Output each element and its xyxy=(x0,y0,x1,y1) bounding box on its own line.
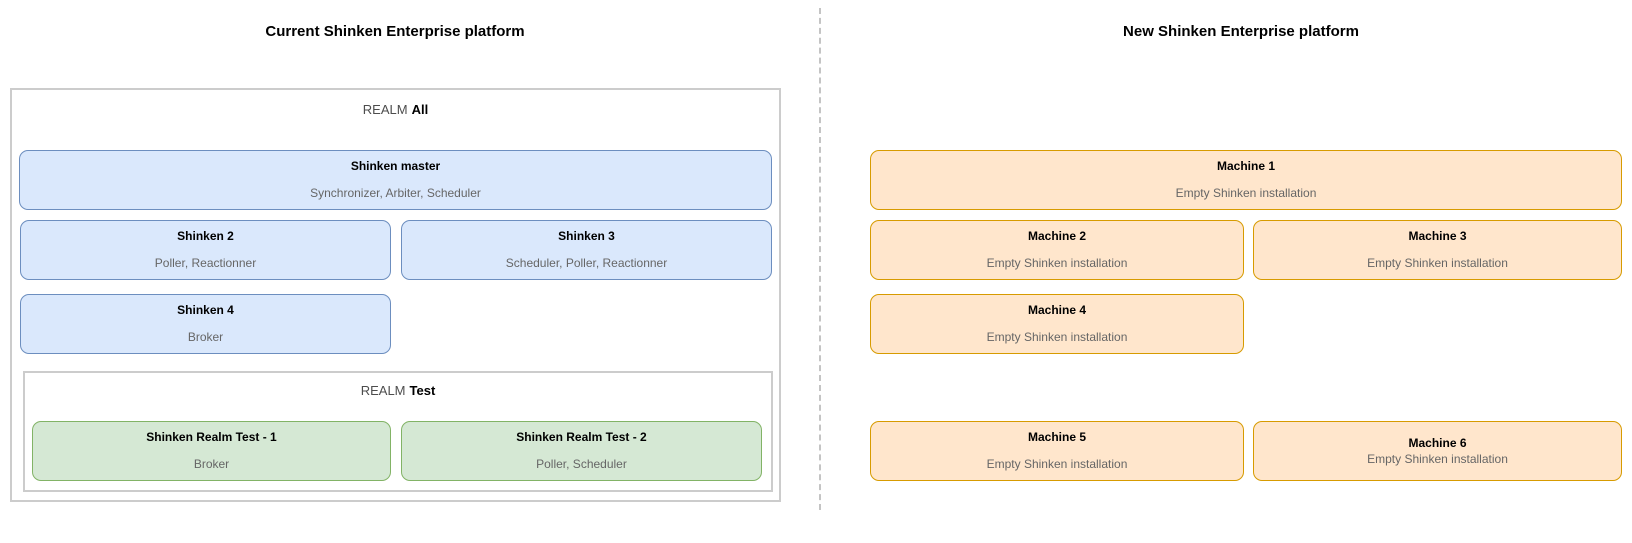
node-subtitle: Empty Shinken installation xyxy=(1367,451,1508,466)
shinken-master-node[interactable]: Shinken master Synchronizer, Arbiter, Sc… xyxy=(19,150,772,210)
realm-all-label-name: All xyxy=(411,102,429,117)
node-title: Shinken Realm Test - 1 xyxy=(146,430,277,444)
node-title: Machine 1 xyxy=(1216,159,1276,173)
node-subtitle: Empty Shinken installation xyxy=(1175,186,1317,200)
node-title: Machine 3 xyxy=(1408,229,1467,243)
node-subtitle: Empty Shinken installation xyxy=(986,330,1128,344)
realm-test-label-prefix: REALM xyxy=(360,383,406,398)
node-title: Shinken 2 xyxy=(177,229,234,243)
left-panel-title: Current Shinken Enterprise platform xyxy=(265,23,525,40)
node-subtitle: Poller, Reactionner xyxy=(154,256,257,270)
node-subtitle: Poller, Scheduler xyxy=(536,457,627,471)
shinken-realm-test-2-node[interactable]: Shinken Realm Test - 2 Poller, Scheduler xyxy=(401,421,762,481)
right-panel-title: New Shinken Enterprise platform xyxy=(1123,23,1359,40)
shinken-2-node[interactable]: Shinken 2 Poller, Reactionner xyxy=(20,220,391,280)
realm-test-label-name: Test xyxy=(409,383,436,398)
panel-divider xyxy=(819,8,821,510)
node-subtitle: Empty Shinken installation xyxy=(986,457,1128,471)
node-subtitle: Broker xyxy=(187,330,224,344)
node-title: Shinken 4 xyxy=(177,303,234,317)
machine-4-node[interactable]: Machine 4 Empty Shinken installation xyxy=(870,294,1244,354)
node-title: Shinken master xyxy=(350,159,441,173)
node-subtitle: Empty Shinken installation xyxy=(1367,256,1508,270)
node-subtitle: Empty Shinken installation xyxy=(986,256,1128,270)
machine-1-node[interactable]: Machine 1 Empty Shinken installation xyxy=(870,150,1622,210)
node-title: Shinken 3 xyxy=(558,229,615,243)
node-title: Shinken Realm Test - 2 xyxy=(516,430,647,444)
node-title: Machine 4 xyxy=(1027,303,1087,317)
node-title: Machine 2 xyxy=(1027,229,1087,243)
shinken-realm-test-1-node[interactable]: Shinken Realm Test - 1 Broker xyxy=(32,421,391,481)
node-title: Machine 5 xyxy=(1027,430,1087,444)
machine-6-node[interactable]: Machine 6 Empty Shinken installation xyxy=(1253,421,1622,481)
machine-3-node[interactable]: Machine 3 Empty Shinken installation xyxy=(1253,220,1622,280)
shinken-3-node[interactable]: Shinken 3 Scheduler, Poller, Reactionner xyxy=(401,220,772,280)
node-subtitle: Synchronizer, Arbiter, Scheduler xyxy=(310,186,481,200)
machine-2-node[interactable]: Machine 2 Empty Shinken installation xyxy=(870,220,1244,280)
realm-all-label-prefix: REALM xyxy=(362,102,408,117)
node-subtitle: Broker xyxy=(193,457,230,471)
node-subtitle: Scheduler, Poller, Reactionner xyxy=(505,256,668,270)
machine-5-node[interactable]: Machine 5 Empty Shinken installation xyxy=(870,421,1244,481)
node-title: Machine 6 xyxy=(1408,435,1467,450)
shinken-4-node[interactable]: Shinken 4 Broker xyxy=(20,294,391,354)
